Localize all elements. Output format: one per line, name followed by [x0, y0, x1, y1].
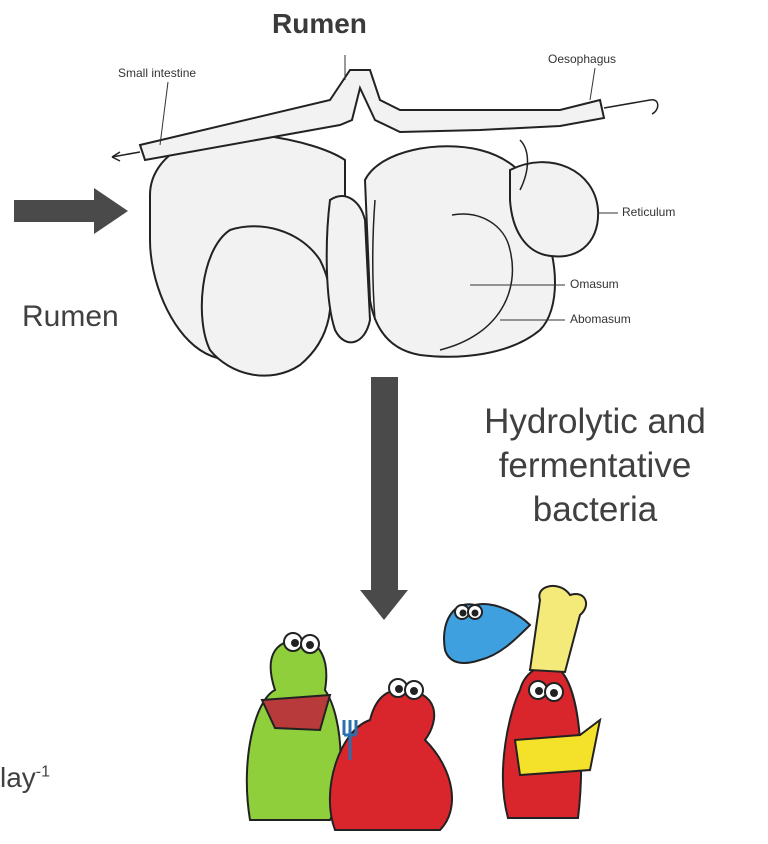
chef-hat	[530, 586, 586, 672]
label-abomasum: Abomasum	[570, 312, 631, 326]
microbe-cartoon	[247, 586, 600, 830]
rumen-side-label: Rumen	[22, 300, 119, 334]
label-omasum: Omasum	[570, 277, 619, 291]
unit-superscript: -1	[36, 764, 50, 781]
bacteria-caption-line: Hydrolytic and	[430, 400, 760, 444]
red-microbe	[330, 690, 452, 830]
bacteria-caption-line: bacteria	[430, 488, 760, 532]
diagram-title: Rumen	[272, 8, 367, 40]
label-small-intestine: Small intestine	[118, 66, 196, 80]
right-arrow-icon	[14, 188, 128, 234]
stomach-illustration	[140, 70, 604, 376]
bacteria-caption-line: fermentative	[430, 444, 760, 488]
bacteria-caption: Hydrolytic and fermentative bacteria	[430, 400, 760, 532]
green-microbe	[247, 640, 341, 820]
unit-base: lay	[0, 762, 36, 793]
label-oesophagus: Oesophagus	[548, 52, 616, 66]
label-reticulum: Reticulum	[622, 205, 675, 219]
unit-fragment: lay-1	[0, 762, 50, 794]
down-arrow-icon	[360, 377, 408, 620]
